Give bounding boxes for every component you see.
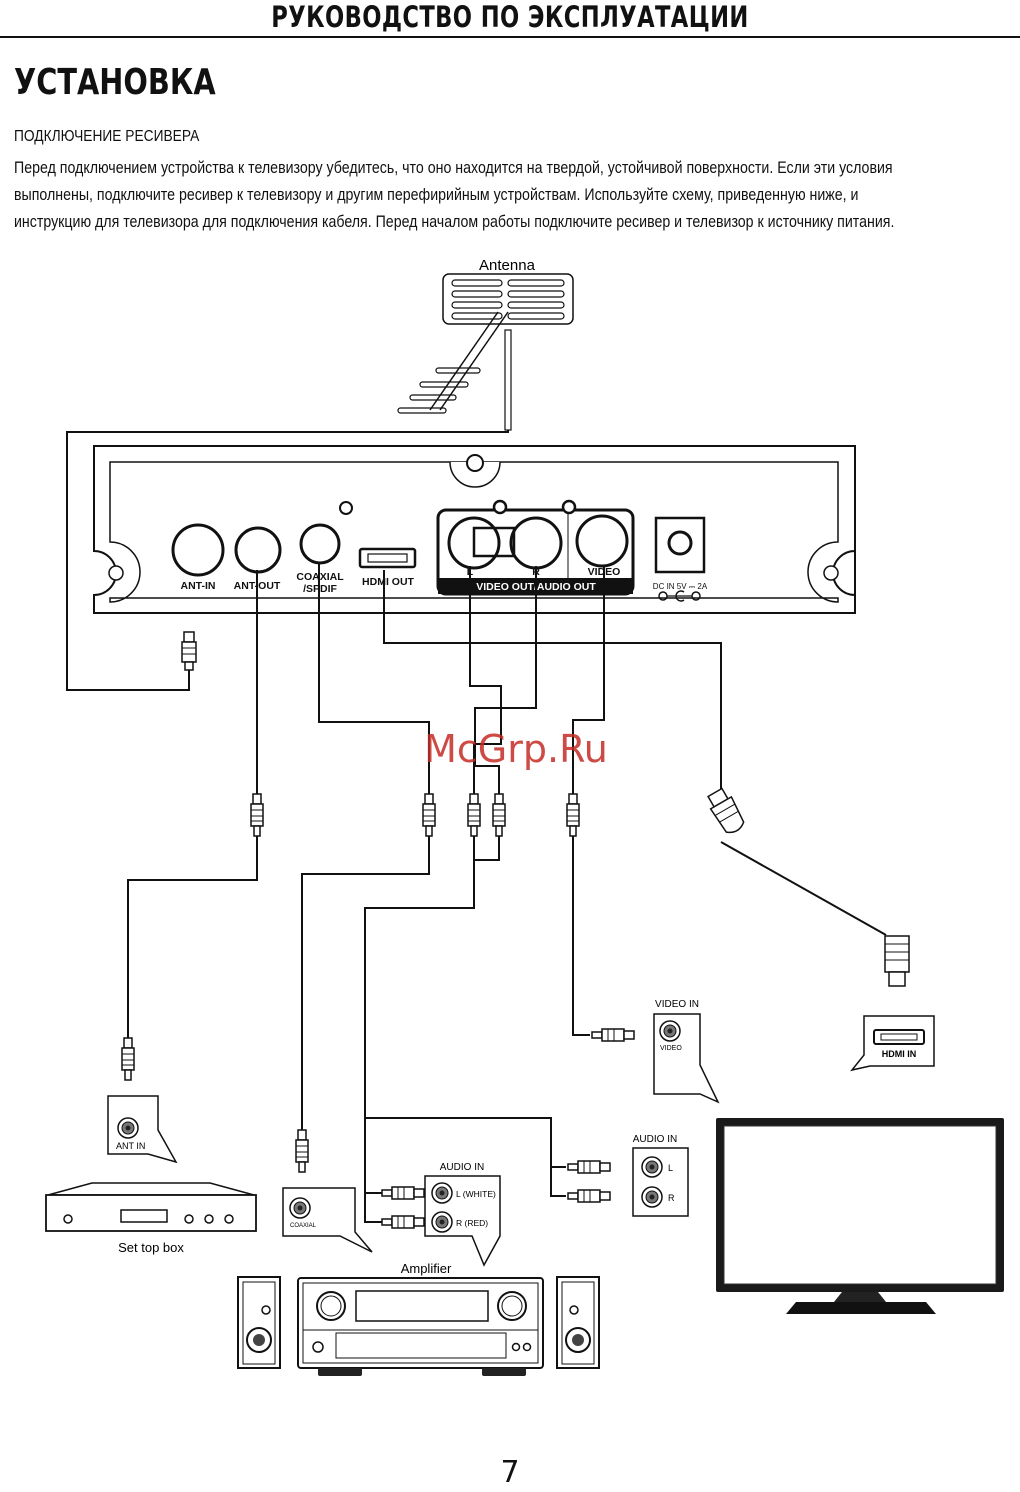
hdmi-in-panel: [850, 1015, 935, 1072]
dc-in-label: DC IN 5V ⎓ 2A: [653, 582, 708, 591]
intro-paragraph: Перед подключением устройства к телевизо…: [14, 155, 1012, 236]
hdmi-in-label: HDMI IN: [882, 1049, 917, 1059]
amp-audio-in-r: R (RED): [456, 1218, 488, 1228]
ant-in-port-label: ANT-IN: [181, 580, 216, 592]
subheading: ПОДКЛЮЧЕНИЕ РЕСИВЕРА: [14, 128, 200, 145]
rca-plugs: [121, 631, 910, 1229]
video-in-panel: [653, 1013, 720, 1104]
right-speaker: [556, 1276, 600, 1369]
left-speaker: [237, 1276, 281, 1369]
antenna-label: Antenna: [479, 257, 536, 274]
receiver-back-panel: [93, 445, 856, 614]
tv-audio-in-panel: [632, 1147, 689, 1217]
intro-line-2: выполнены, подключите ресивер к телевизо…: [14, 186, 859, 204]
amp-audio-in-l: L (WHITE): [456, 1189, 496, 1199]
page-number: 7: [500, 1455, 520, 1490]
set-top-box: [45, 1095, 257, 1232]
tv-audio-in-title: AUDIO IN: [633, 1134, 677, 1145]
amplifier-audio-in-panel: [424, 1175, 501, 1267]
header-rule: [0, 36, 1020, 38]
coaxial-input-label: COAXIAL: [290, 1223, 317, 1229]
tv-audio-in-l: L: [668, 1163, 673, 1173]
stb-ant-in-label: ANT IN: [116, 1141, 145, 1151]
watermark: McGrp.Ru: [424, 727, 608, 771]
intro-line-1: Перед подключением устройства к телевизо…: [14, 159, 893, 177]
amp-audio-in-title: AUDIO IN: [440, 1162, 484, 1173]
coaxial-input-panel: [282, 1187, 373, 1253]
set-top-box-label: Set top box: [118, 1240, 184, 1255]
spdif-port-label: /SPDIF: [303, 583, 337, 595]
coaxial-port-label: COAXIAL: [296, 571, 344, 583]
hdmi-out-port-label: HDMI OUT: [362, 576, 414, 588]
television: [716, 1118, 1004, 1314]
document-header: РУКОВОДСТВО ПО ЭКСПЛУАТАЦИИ: [271, 0, 749, 34]
amplifier: [297, 1277, 544, 1376]
antenna-icon: [397, 273, 574, 431]
tv-audio-in-r: R: [668, 1193, 675, 1203]
cables: [66, 430, 887, 1223]
intro-line-3: инструкцию для телевизора для подключени…: [14, 213, 895, 231]
section-title: УСТАНОВКА: [14, 62, 216, 103]
amplifier-label: Amplifier: [401, 1261, 452, 1276]
video-in-title: VIDEO IN: [655, 999, 699, 1010]
video-in-port-label: VIDEO: [660, 1045, 682, 1052]
